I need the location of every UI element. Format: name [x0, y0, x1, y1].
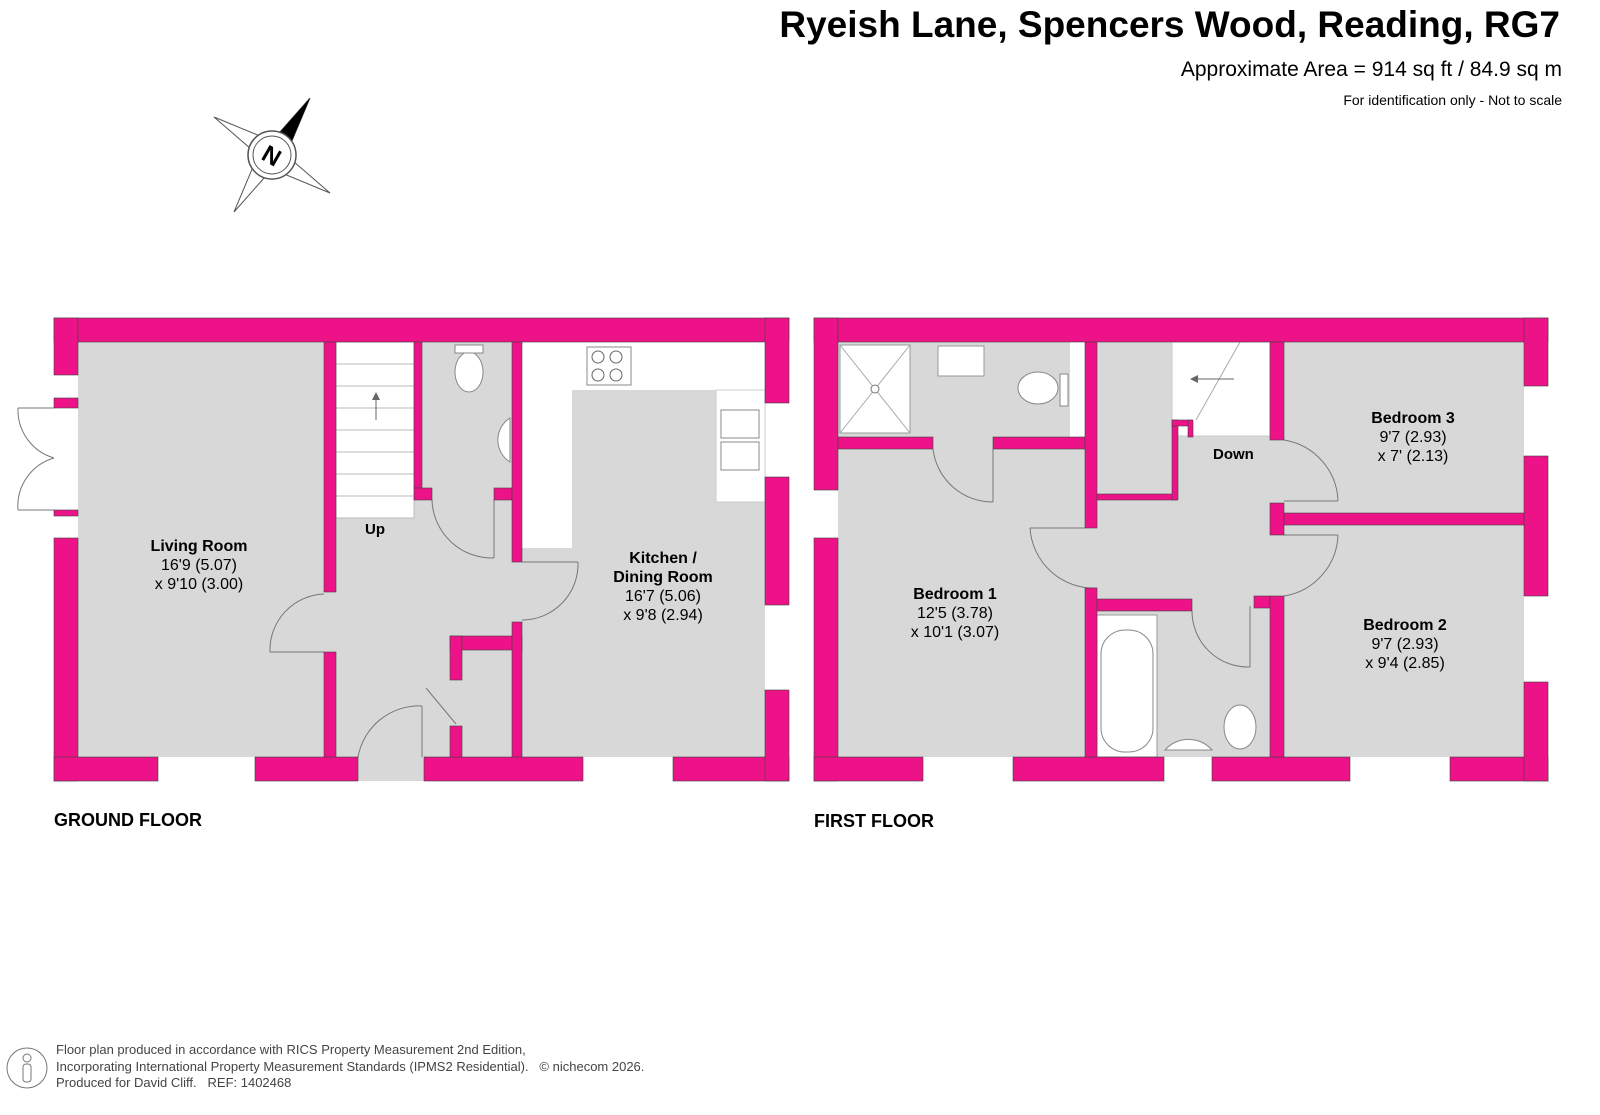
room-kitchen-dining: Kitchen / Dining Room 16'7 (5.06) x 9'8 … [613, 550, 713, 624]
ground-floor-label: GROUND FLOOR [54, 810, 202, 830]
stairs-up-label: Up [365, 521, 385, 538]
footer-disclaimer: Floor plan produced in accordance with R… [56, 1042, 644, 1092]
first-floor-label: FIRST FLOOR [814, 811, 934, 831]
room-bedroom-2: Bedroom 2 9'7 (2.93) x 9'4 (2.85) [1363, 617, 1447, 672]
property-title: Ryeish Lane, Spencers Wood, Reading, RG7 [779, 4, 1560, 45]
ground-floor-plan [17, 317, 790, 782]
room-bedroom-3: Bedroom 3 9'7 (2.93) x 7' (2.13) [1371, 410, 1455, 465]
room-bedroom-1: Bedroom 1 12'5 (3.78) x 10'1 (3.07) [910, 586, 1000, 641]
approximate-area: Approximate Area = 914 sq ft / 84.9 sq m [1180, 58, 1562, 81]
footer-line-2: Incorporating International Property Mea… [56, 1058, 645, 1074]
room-living-room: Living Room 16'9 (5.07) x 9'10 (3.00) [150, 538, 248, 593]
first-floor-plan [813, 317, 1549, 782]
scale-note: For identification only - Not to scale [1343, 92, 1562, 108]
stairs-down-label: Down [1213, 446, 1254, 463]
footer-line-3: Produced for David Cliff. REF: 1402468 [56, 1075, 292, 1090]
reference-number: REF: 1402468 [207, 1075, 292, 1090]
compass-north-icon: N [213, 97, 331, 213]
person-icon [6, 1047, 48, 1089]
copyright: © nichecom 2026. [539, 1058, 645, 1074]
footer-line-1: Floor plan produced in accordance with R… [56, 1042, 526, 1057]
